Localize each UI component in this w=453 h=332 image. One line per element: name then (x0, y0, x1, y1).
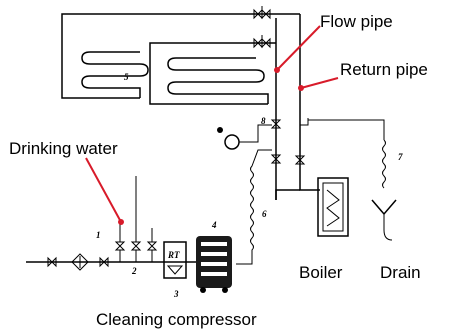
compressor-wheel-left (200, 287, 206, 293)
riser-valve-flow[interactable] (270, 119, 282, 129)
drain-funnel (371, 199, 397, 216)
heating-circuit (61, 6, 320, 200)
inlet-valve[interactable] (47, 256, 57, 268)
top-valve-1[interactable] (253, 6, 271, 20)
riser-connector (275, 189, 300, 200)
compressor-band-4 (201, 272, 227, 276)
compressor-band-3 (201, 262, 227, 266)
boiler-heating-element (326, 189, 340, 227)
riser-valve-flow-lower[interactable] (270, 154, 282, 164)
flow-pipe-leader (276, 25, 321, 71)
drinking-water-label: Drinking water (9, 139, 118, 158)
drain-outlet (383, 214, 393, 241)
label-2: 2 (131, 266, 137, 276)
drinking-valve-1[interactable] (114, 222, 126, 262)
compressor-wheel-right (222, 287, 228, 293)
drinking-valve-2[interactable] (130, 176, 142, 262)
cleaning-compressor-label: Cleaning compressor (96, 310, 257, 329)
boiler-inner (322, 182, 344, 232)
return-pipe-marker (298, 85, 304, 91)
boiler-outer (317, 177, 349, 237)
cleaning-compressor-unit[interactable] (196, 236, 232, 293)
flow-pipe-label: Flow pipe (320, 12, 393, 31)
radiator-coil-right (167, 57, 269, 104)
cleaning-hose (236, 149, 272, 265)
boiler-label: Boiler (299, 263, 343, 282)
drain-line (300, 118, 397, 241)
label-3: 3 (173, 289, 179, 299)
label-7: 7 (398, 152, 403, 162)
drinking-water-leader (85, 157, 122, 223)
return-pipe-leader (300, 77, 339, 89)
shutoff-valve[interactable] (99, 256, 109, 268)
boiler-unit (317, 177, 349, 237)
pump-icon (224, 134, 240, 150)
riser-valve-return[interactable] (294, 155, 306, 165)
callouts (85, 25, 339, 225)
filter-1[interactable] (71, 253, 89, 271)
label-8: 8 (261, 116, 266, 126)
drinking-valve-3[interactable] (146, 228, 158, 262)
compressor-band-2 (201, 252, 227, 256)
drain-label: Drain (380, 263, 421, 282)
outer-loop-pipe (61, 13, 300, 99)
gauge-icon (217, 127, 223, 133)
pump-assembly[interactable] (217, 124, 272, 150)
pump-connector (239, 124, 272, 143)
label-6: 6 (262, 209, 267, 219)
flow-pipe-marker (274, 67, 280, 73)
component-numbers: 1 2 3 4 5 6 7 8 (96, 72, 403, 299)
rt-regulator[interactable]: RT (163, 241, 187, 279)
drain-hose (382, 139, 386, 189)
label-4: 4 (211, 220, 217, 230)
top-valve-2[interactable] (253, 35, 271, 49)
return-pipe-label: Return pipe (340, 60, 428, 79)
label-5: 5 (124, 72, 129, 82)
water-supply-line: RT (26, 176, 232, 293)
label-1: 1 (96, 230, 101, 240)
compressor-band-1 (201, 242, 227, 246)
svg-text:RT: RT (167, 250, 180, 260)
drinking-water-marker (118, 219, 124, 225)
radiator-coil-left (81, 51, 149, 98)
inner-loop-pipe (149, 42, 268, 105)
